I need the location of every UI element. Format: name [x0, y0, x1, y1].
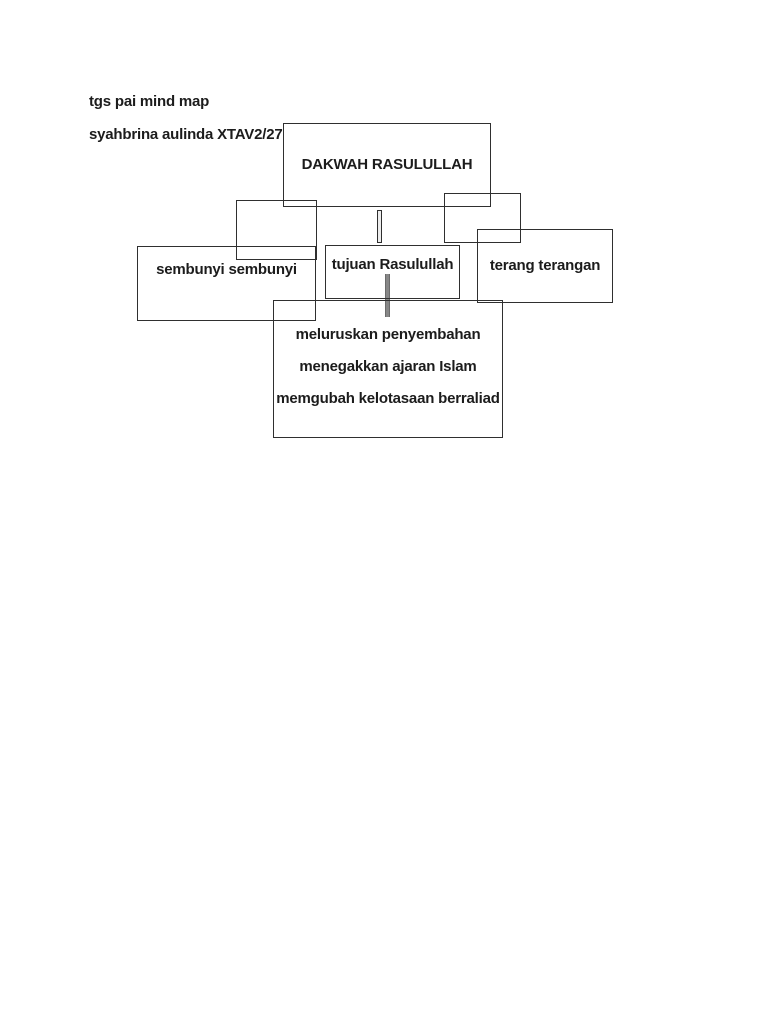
node-label: tujuan Rasulullah — [331, 256, 454, 273]
author-line: syahbrina aulinda XTAV2/27 — [89, 126, 283, 143]
empty-box-right — [444, 193, 521, 243]
empty-box-left — [236, 200, 317, 260]
node-label: DAKWAH RASULULLAH — [301, 156, 473, 173]
node-tujuan-rasulullah: tujuan Rasulullah — [325, 245, 460, 299]
node-detail-list: meluruskan penyembahan menegakkan ajaran… — [273, 300, 503, 438]
detail-line: menegakkan ajaran Islam — [299, 358, 477, 375]
node-terang-terangan: terang terangan — [477, 229, 613, 303]
node-label: sembunyi sembunyi — [156, 261, 297, 278]
node-label: terang terangan — [489, 257, 601, 274]
node-sembunyi-sembunyi: sembunyi sembunyi — [137, 246, 316, 321]
detail-line: memgubah kelotasaan berraliad — [276, 390, 500, 407]
node-dakwah-rasulullah: DAKWAH RASULULLAH — [283, 123, 491, 207]
page-title: tgs pai mind map — [89, 93, 210, 110]
detail-line: meluruskan penyembahan — [295, 326, 481, 343]
connector-line-bottom — [385, 274, 390, 317]
connector-line-top — [377, 210, 382, 243]
